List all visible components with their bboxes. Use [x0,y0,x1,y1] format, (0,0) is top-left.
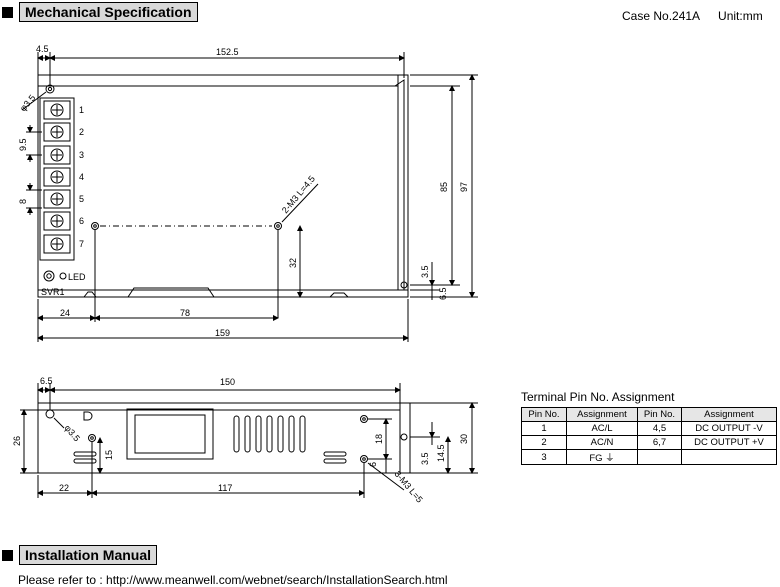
table-cell: DC OUTPUT +V [681,435,777,450]
terminal-number: 7 [79,239,84,249]
table-cell [681,449,777,465]
terminal-number: 1 [79,105,84,115]
col-assignment-2: Assignment [681,407,777,422]
top-view-outline [37,74,409,298]
side-hole-top-right [360,415,368,423]
side-view-outline [37,402,411,474]
dim-15: 15 [104,450,114,460]
table-header-row: Pin No. Assignment Pin No. Assignment [521,407,777,422]
dim-78: 78 [180,308,190,318]
square-bullet-icon [2,549,13,561]
case-info: Case No.241A Unit:mm [622,9,780,23]
square-bullet-icon [2,6,13,18]
d-marker [83,411,93,421]
mount-hole-left [91,222,99,230]
top-screw-label: 2-M3 L=4.5 [280,174,317,215]
dim-8: 8 [18,199,28,204]
dim-3-5-side: 3.5 [420,452,430,465]
terminal-number: 2 [79,127,84,137]
table-cell: AC/L [566,421,638,436]
terminal-screws [43,100,71,254]
vent-slots [233,415,306,453]
col-pin-no-2: Pin No. [637,407,682,422]
dim-24: 24 [60,308,70,318]
mechanical-spec-header: Mechanical Specification [2,2,198,22]
dim-9-5: 9.5 [18,138,28,151]
table-cell: AC/N [566,435,638,450]
pin-table-title: Terminal Pin No. Assignment [521,390,675,404]
dim-4-5: 4.5 [36,44,49,54]
terminal-number: 4 [79,172,84,182]
dim-85: 85 [439,182,449,192]
top-view-labels: 4.5 152.5 φ3.5 9.5 8 1 2 3 4 5 6 7 LED S… [18,44,469,338]
table-row: 3 FG ⏚ [521,449,777,465]
dim-152-5: 152.5 [216,47,239,57]
side-window-outer [126,408,214,460]
table-cell: DC OUTPUT -V [681,421,777,436]
table-cell: 3 [521,449,567,465]
dim-6-5-side: 6.5 [40,376,53,386]
svr-label: SVR1 [41,287,65,297]
dim-30: 30 [459,434,469,444]
dim-117: 117 [218,483,232,493]
table-cell: 2 [521,435,567,450]
dim-97: 97 [459,182,469,192]
installation-link[interactable]: Please refer to : http://www.meanwell.co… [18,573,448,587]
side-edge-hole [400,433,408,441]
terminal-block [39,97,75,261]
side-mount-hole [400,281,408,289]
bottom-tab [127,287,215,298]
side-hole-mid-left [88,434,96,442]
pin-assignment: Terminal Pin No. Assignment Pin No. Assi… [521,390,777,465]
table-cell [637,449,682,465]
table-row: 2 AC/N 6,7 DC OUTPUT +V [521,435,777,450]
table-cell: 1 [521,421,567,436]
dim-18: 18 [374,434,384,444]
pin-table: Pin No. Assignment Pin No. Assignment 1 … [521,407,777,465]
terminal-number: 5 [79,194,84,204]
table-cell: FG ⏚ [566,449,638,465]
side-dim-hole-dia: φ3.5 [62,423,81,443]
mechanical-spec-title: Mechanical Specification [19,2,198,22]
dim-159: 159 [215,328,230,338]
dim-hole-dia: φ3.5 [18,93,37,113]
dim-6-5-top: 6.5 [438,287,448,300]
terminal-number: 6 [79,216,84,226]
dim-150: 150 [220,377,235,387]
table-cell: 6,7 [637,435,682,450]
terminal-number: 3 [79,150,84,160]
table-row: 1 AC/L 4,5 DC OUTPUT -V [521,421,777,436]
dim-6: 6 [368,462,378,467]
installation-title: Installation Manual [19,545,158,565]
side-window-inner [134,414,206,454]
led-indicator [59,272,67,280]
table-cell: 4,5 [637,421,682,436]
col-assignment: Assignment [566,407,638,422]
col-pin-no: Pin No. [521,407,567,422]
top-view [21,52,478,342]
dim-26: 26 [12,436,22,446]
dim-22: 22 [59,483,69,493]
side-hole-top-left [45,409,55,419]
dim-14-5: 14.5 [436,444,446,462]
dim-3-5-top: 3.5 [420,265,430,278]
unit-label: Unit:mm [718,9,763,23]
case-number: Case No.241A [622,9,701,23]
side-hole-bottom-right [360,455,368,463]
side-view [20,383,478,498]
side-screw-label: 3-M3 L=5 [392,469,424,505]
led-label: LED [68,272,86,282]
mount-hole-right [274,222,282,230]
svr-potentiometer [43,270,55,282]
dim-32: 32 [288,258,298,268]
installation-header: Installation Manual [2,545,158,565]
